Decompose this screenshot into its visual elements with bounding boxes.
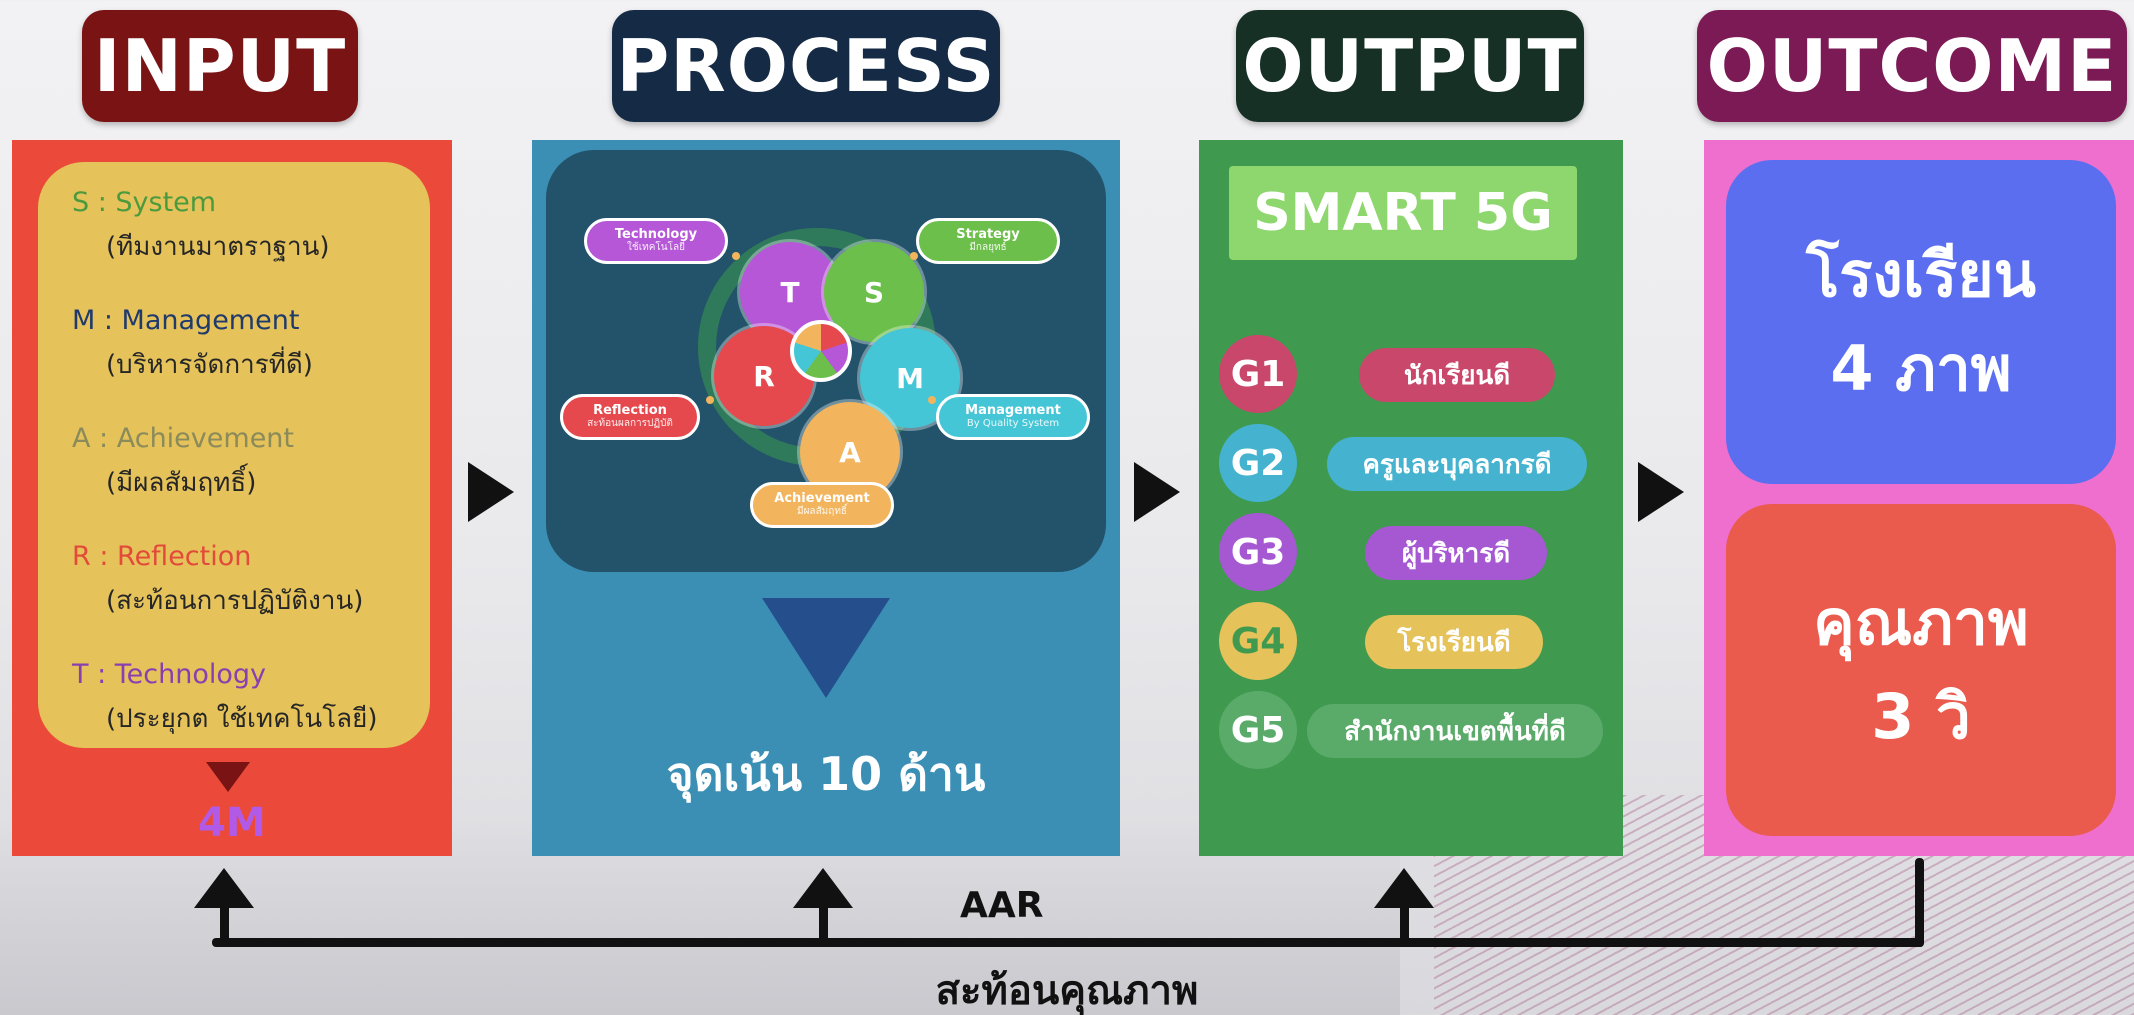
input-item-reflection: R : Reflection (สะท้อนการปฏิบัติงาน) [72, 536, 430, 654]
input-item-title: M : Management [72, 305, 300, 336]
process-panel: T S M A R Technology ใช้เทคโนโลยี Strate… [532, 140, 1120, 856]
input-item-title: T : Technology [72, 659, 266, 690]
reflect-quality-label: สะท้อนคุณภาพ [935, 968, 1199, 1014]
connector-dot [706, 396, 714, 404]
header-outcome: OUTCOME [1697, 10, 2127, 122]
outcome-line: คุณภาพ [1813, 586, 2029, 659]
goal-code: G3 [1219, 513, 1297, 591]
goal-code: G2 [1219, 424, 1297, 502]
input-list: S : System (ทีมงานมาตราฐาน) M : Manageme… [38, 162, 430, 748]
tag-subtitle: By Quality System [966, 418, 1060, 429]
feedback-line [1400, 906, 1409, 947]
goal-label: ครูและบุคลากรดี [1327, 437, 1587, 491]
input-item-system: S : System (ทีมงานมาตราฐาน) [72, 182, 430, 300]
arrow-right-icon [1638, 462, 1684, 522]
aar-label: AAR [960, 885, 1044, 926]
label-4m: 4M [198, 800, 266, 846]
input-item-title: R : Reflection [72, 541, 252, 572]
goal-row: G1 นักเรียนดี [1219, 335, 1619, 415]
tag-title: Strategy [956, 227, 1020, 242]
output-panel: SMART 5G G1 นักเรียนดี G2 ครูและบุคลากรด… [1199, 140, 1623, 856]
goal-row: G2 ครูและบุคลากรดี [1219, 424, 1619, 504]
tag-achievement: Achievement มีผลสัมฤทธิ์ [750, 482, 894, 528]
input-item-title: A : Achievement [72, 423, 294, 454]
goal-row: G5 สำนักงานเขตพื้นที่ดี [1219, 691, 1619, 771]
feedback-line [212, 938, 1924, 947]
connector-dot [732, 252, 740, 260]
goal-label: นักเรียนดี [1359, 348, 1555, 402]
diagram-core-icon [790, 320, 852, 382]
triangle-down-icon [206, 762, 250, 792]
goal-row: G3 ผู้บริหารดี [1219, 513, 1619, 593]
triangle-down-icon [762, 598, 890, 698]
goal-code: G5 [1219, 691, 1297, 769]
header-output: OUTPUT [1236, 10, 1584, 122]
arrow-up-icon [194, 868, 254, 908]
input-item-title: S : System [72, 187, 217, 218]
arrow-right-icon [1134, 462, 1180, 522]
tag-strategy: Strategy มีกลยุทธ์ [916, 218, 1060, 264]
header-process: PROCESS [612, 10, 1000, 122]
input-item-achievement: A : Achievement (มีผลสัมฤทธิ์) [72, 418, 430, 536]
outcome-line: 3 วิ [1871, 680, 1971, 753]
smart5g-title: SMART 5G [1229, 166, 1577, 260]
input-panel: S : System (ทีมงานมาตราฐาน) M : Manageme… [12, 140, 452, 856]
outcome-quality-box: คุณภาพ 3 วิ [1726, 504, 2116, 836]
header-input: INPUT [82, 10, 358, 122]
feedback-line [220, 906, 229, 947]
outcome-line: โรงเรียน [1805, 238, 2037, 311]
goal-label: ผู้บริหารดี [1365, 526, 1547, 580]
tag-technology: Technology ใช้เทคโนโลยี [584, 218, 728, 264]
outcome-school-box: โรงเรียน 4 ภาพ [1726, 160, 2116, 484]
tag-subtitle: ใช้เทคโนโลยี [627, 242, 685, 253]
input-item-subtitle: (ทีมงานมาตราฐาน) [106, 232, 330, 262]
goal-row: G4 โรงเรียนดี [1219, 602, 1619, 682]
input-item-subtitle: (มีผลสัมฤทธิ์) [106, 468, 257, 498]
tag-title: Management [965, 403, 1061, 418]
connector-dot [928, 396, 936, 404]
smart-model-diagram: T S M A R Technology ใช้เทคโนโลยี Strate… [546, 150, 1106, 572]
input-item-management: M : Management (บริหารจัดการที่ดี) [72, 300, 430, 418]
tag-title: Technology [614, 227, 698, 242]
goal-label: สำนักงานเขตพื้นที่ดี [1307, 704, 1603, 758]
tag-subtitle: มีกลยุทธ์ [969, 242, 1007, 253]
input-item-subtitle: (บริหารจัดการที่ดี) [106, 350, 313, 380]
tag-reflection: Reflection สะท้อนผลการปฏิบัติ [560, 394, 700, 440]
tag-title: Reflection [593, 403, 667, 418]
goal-code: G4 [1219, 602, 1297, 680]
process-focus-label: จุดเน้น 10 ด้าน [666, 747, 986, 801]
arrow-right-icon [468, 462, 514, 522]
goal-code: G1 [1219, 335, 1297, 413]
goal-label: โรงเรียนดี [1365, 615, 1543, 669]
tag-subtitle: มีผลสัมฤทธิ์ [796, 506, 848, 517]
feedback-line [1915, 858, 1924, 947]
connector-dot [818, 470, 826, 478]
outcome-panel: โรงเรียน 4 ภาพ คุณภาพ 3 วิ [1704, 140, 2134, 856]
tag-title: Achievement [774, 491, 870, 506]
input-item-technology: T : Technology (ประยุกต ใช้เทคโนโลยี) [72, 654, 430, 772]
tag-management: Management By Quality System [936, 394, 1090, 440]
arrow-up-icon [1374, 868, 1434, 908]
input-item-subtitle: (สะท้อนการปฏิบัติงาน) [106, 586, 364, 616]
tag-subtitle: สะท้อนผลการปฏิบัติ [587, 418, 673, 429]
outcome-line: 4 ภาพ [1830, 332, 2012, 405]
arrow-up-icon [793, 868, 853, 908]
feedback-line [819, 906, 828, 947]
petal-s: S [824, 242, 924, 342]
connector-dot [910, 252, 918, 260]
input-item-subtitle: (ประยุกต ใช้เทคโนโลยี) [106, 704, 378, 734]
